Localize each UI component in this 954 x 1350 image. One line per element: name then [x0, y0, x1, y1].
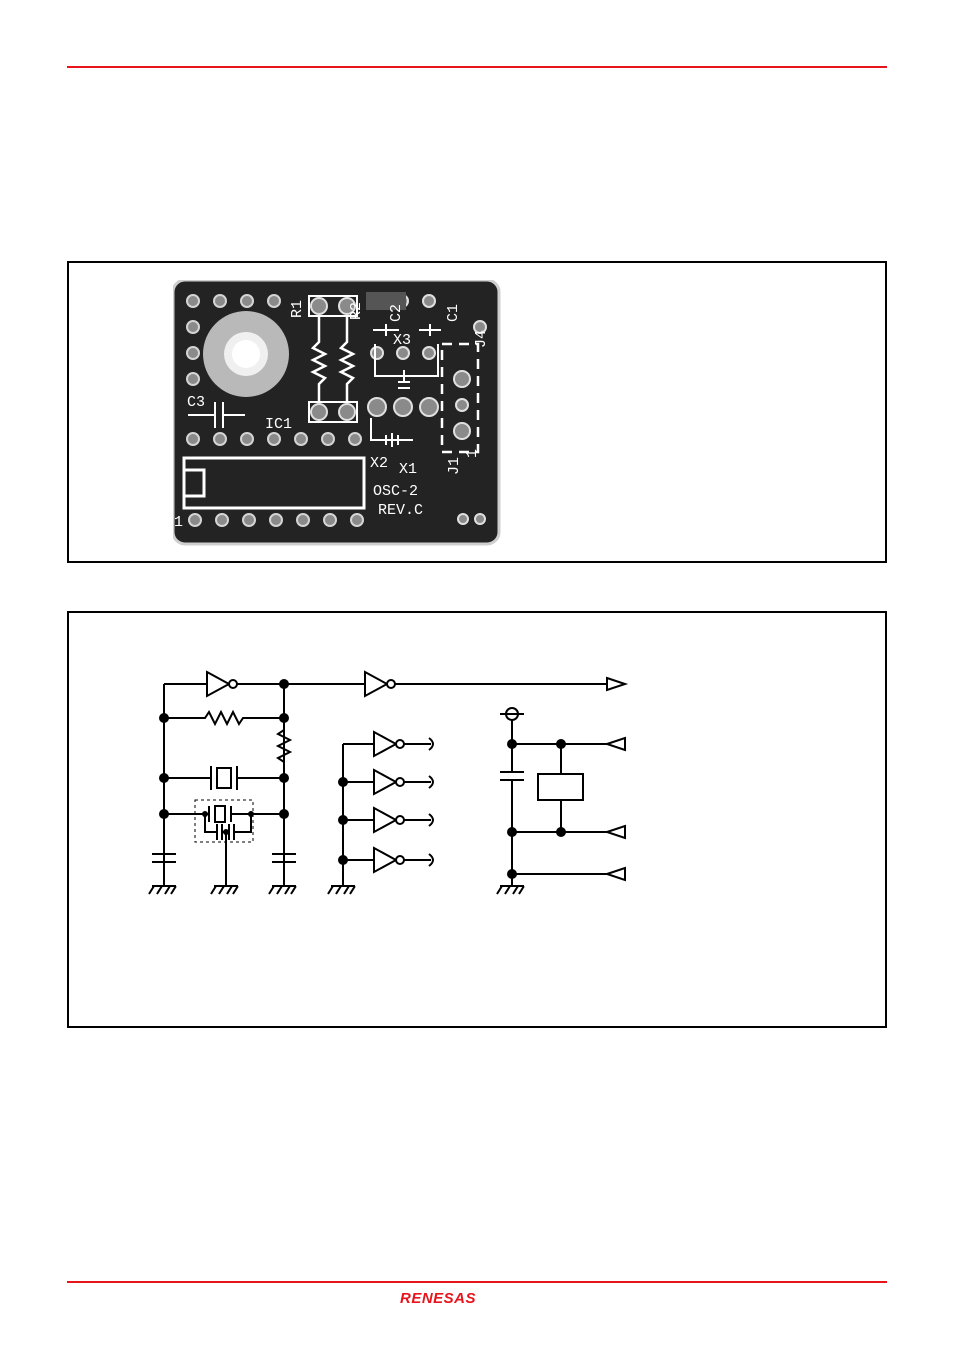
label-x1: X1	[399, 461, 417, 478]
label-c3: C3	[187, 394, 205, 411]
jumper-pads	[454, 371, 470, 439]
label-r1: R1	[289, 300, 306, 318]
label-j1: J1	[446, 457, 463, 475]
label-j4: J4	[473, 330, 490, 348]
pcb-photo: R1 R2 C2 C1 J4 X3 C3 IC1 X2 X1 J1 1 OSC-…	[173, 280, 501, 546]
label-board-rev: REV.C	[378, 502, 423, 519]
label-board-name: OSC-2	[373, 483, 418, 500]
label-pin1-right: 1	[464, 449, 481, 458]
header-rule	[67, 66, 887, 68]
label-x2: X2	[370, 455, 388, 472]
logo-text: RENESAS	[400, 1290, 476, 1307]
circuit-schematic	[69, 614, 649, 914]
renesas-logo: RENESAS	[398, 1286, 514, 1308]
label-pin1-left: 1	[174, 514, 183, 531]
label-c1: C1	[445, 304, 462, 322]
footer-rule	[67, 1281, 887, 1283]
label-r2: R2	[348, 302, 365, 320]
label-ic1: IC1	[265, 416, 292, 433]
label-x3: X3	[393, 332, 411, 349]
label-c2: C2	[388, 304, 405, 322]
